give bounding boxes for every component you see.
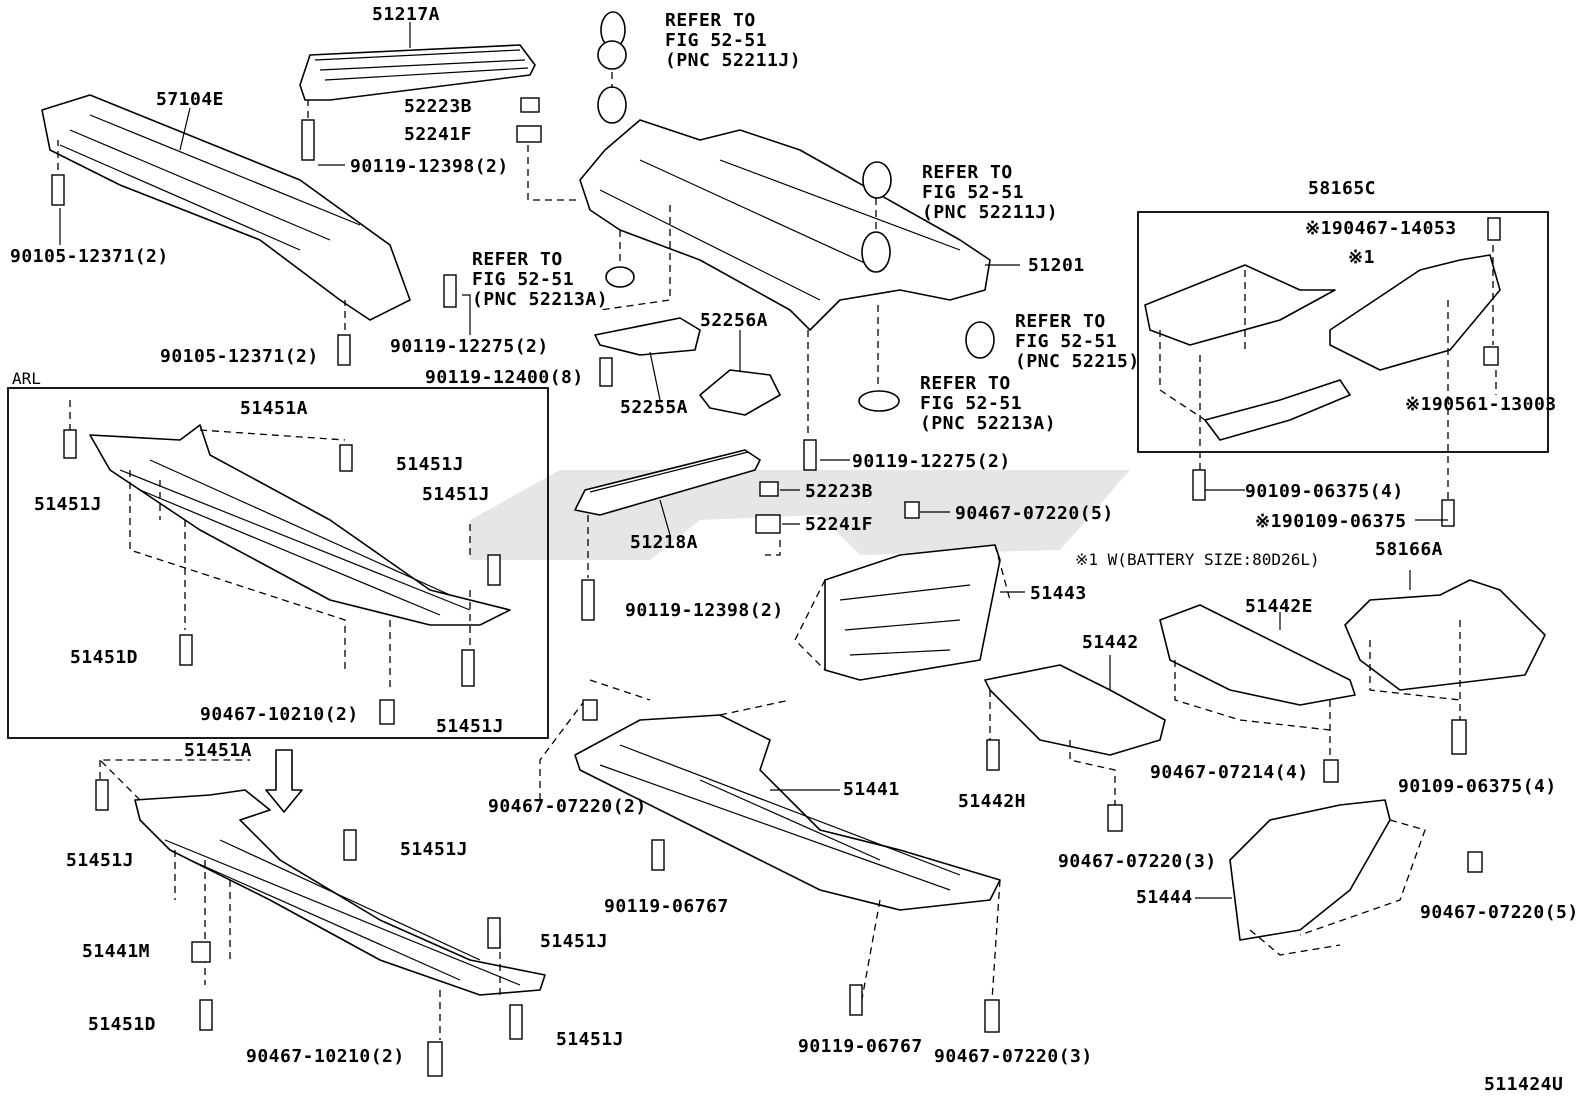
part-51201-subframe: [579, 11, 1020, 412]
part-51443-cover: [794, 544, 1025, 681]
label-low-51451J-c: 51451J: [540, 931, 608, 952]
arrow-down: [265, 749, 303, 813]
part-51441-engine-undercover: [539, 679, 1001, 1033]
refer-2-line-3: (PNC 52211J): [922, 202, 1058, 223]
refer-1-line-3: (PNC 52211J): [665, 50, 801, 71]
label-90109-06375-4-right: 90109-06375(4): [1398, 776, 1557, 797]
low-part-51451A-guard: [95, 759, 546, 1077]
part-51442-cover: [984, 655, 1166, 832]
refer-5-line-2: FIG 52-51: [920, 393, 1022, 414]
label-90119-06767-a: 90119-06767: [604, 896, 729, 917]
label-low-51451J-d: 51451J: [556, 1029, 624, 1050]
label-58165C: 58165C: [1308, 178, 1376, 199]
part-58165C-tray: [1144, 217, 1501, 527]
label-90467-07220-2: 90467-07220(2): [488, 796, 647, 817]
part-58166A-tray: [1344, 570, 1546, 755]
refer-4-line-3: (PNC 52215): [1015, 351, 1140, 372]
refer-2-line-2: FIG 52-51: [922, 182, 1024, 203]
label-90109-06375-4-top: 90109-06375(4): [1245, 481, 1404, 502]
refer-3-line-1: REFER TO: [472, 249, 563, 270]
label-90105-12371-left: 90105-12371(2): [10, 246, 169, 267]
part-51444-cover: [1195, 799, 1483, 956]
refer-3-line-2: FIG 52-51: [472, 269, 574, 290]
label-51442: 51442: [1082, 632, 1139, 653]
group-arl-frame: [7, 387, 549, 739]
label-low-51451J-b: 51451J: [66, 850, 134, 871]
label-51441: 51441: [843, 779, 900, 800]
label-90105-12371-bottom: 90105-12371(2): [160, 346, 319, 367]
bolts-top-left: [51, 97, 580, 366]
label-arl: ARL: [12, 369, 41, 388]
label-57104E: 57104E: [156, 89, 224, 110]
label-51217A: 51217A: [372, 4, 440, 25]
refer-1-line-1: REFER TO: [665, 10, 756, 31]
label-90467-07220-3-bottom: 90467-07220(3): [934, 1046, 1093, 1067]
part-52256A-bracket: [699, 330, 781, 416]
part-51217A-bracket: [299, 22, 536, 101]
refer-3-line-3: (PNC 52213A): [472, 289, 608, 310]
label-90119-12275-mid: 90119-12275(2): [852, 451, 1011, 472]
label-90119-12398-top: 90119-12398(2): [350, 156, 509, 177]
refer-4-line-1: REFER TO: [1015, 311, 1106, 332]
label-51442E: 51442E: [1245, 596, 1313, 617]
group-58165C-frame: [1137, 211, 1549, 453]
label-90467-07220-5-mid: 90467-07220(5): [955, 503, 1114, 524]
label-x1-90109-06375: ※190109-06375: [1255, 511, 1407, 532]
refer-5-line-3: (PNC 52213A): [920, 413, 1056, 434]
refer-5-line-1: REFER TO: [920, 373, 1011, 394]
label-52255A: 52255A: [620, 397, 688, 418]
label-low-51441M: 51441M: [82, 941, 150, 962]
refer-2-line-1: REFER TO: [922, 162, 1013, 183]
label-90467-07214: 90467-07214(4): [1150, 762, 1309, 783]
label-51218A: 51218A: [630, 532, 698, 553]
label-x1-90561-13003: ※190561-13003: [1405, 394, 1557, 415]
part-labels: 51217A 57104E 52223B 52241F 90119-12398(…: [10, 4, 1579, 1095]
label-58166A: 58166A: [1375, 539, 1443, 560]
label-figure-code: 511424U: [1484, 1074, 1563, 1095]
label-note-battery: ※1 W(BATTERY SIZE:80D26L): [1075, 550, 1320, 569]
label-52223B-top: 52223B: [404, 96, 472, 117]
label-arl-51451J-c: 51451J: [34, 494, 102, 515]
label-90467-07220-3-right: 90467-07220(3): [1058, 851, 1217, 872]
label-arl-51451J-a: 51451J: [396, 454, 464, 475]
label-52241F-top: 52241F: [404, 124, 472, 145]
label-52256A: 52256A: [700, 310, 768, 331]
label-arl-51451A: 51451A: [240, 398, 308, 419]
refer-4-line-2: FIG 52-51: [1015, 331, 1117, 352]
label-51444: 51444: [1136, 887, 1193, 908]
label-52241F-mid: 52241F: [805, 514, 873, 535]
refer-1-line-2: FIG 52-51: [665, 30, 767, 51]
part-51442E-cover: [1159, 604, 1356, 783]
label-arl-51451J-b: 51451J: [422, 484, 490, 505]
label-low-51451D: 51451D: [88, 1014, 156, 1035]
label-x1-mark: ※1: [1348, 247, 1375, 268]
arl-part-51451A-guard: [63, 400, 511, 725]
label-arl-51451J-d: 51451J: [436, 716, 504, 737]
label-90119-12275-left: 90119-12275(2): [390, 336, 549, 357]
label-51443: 51443: [1030, 583, 1087, 604]
bushings-mid: [755, 330, 950, 556]
label-arl-90467-10210: 90467-10210(2): [200, 704, 359, 725]
label-52223B-mid: 52223B: [805, 481, 873, 502]
label-90467-07220-5-right: 90467-07220(5): [1420, 902, 1579, 923]
label-low-51451J-a: 51451J: [400, 839, 468, 860]
label-90119-12400: 90119-12400(8): [425, 367, 584, 388]
label-low-90467-10210: 90467-10210(2): [246, 1046, 405, 1067]
label-90119-12398-mid: 90119-12398(2): [625, 600, 784, 621]
label-51201: 51201: [1028, 255, 1085, 276]
label-51442H: 51442H: [958, 791, 1026, 812]
label-arl-51451D: 51451D: [70, 647, 138, 668]
part-57104E-crossmember: [41, 94, 411, 321]
part-51218A-rail: [574, 449, 761, 621]
label-low-51451A: 51451A: [184, 740, 252, 761]
part-52255A-bracket: [594, 317, 701, 401]
refer-notes: REFER TO FIG 52-51 (PNC 52211J) REFER TO…: [472, 10, 1140, 434]
label-90119-06767-b: 90119-06767: [798, 1036, 923, 1057]
label-x1-90467-14053: ※190467-14053: [1305, 218, 1457, 239]
